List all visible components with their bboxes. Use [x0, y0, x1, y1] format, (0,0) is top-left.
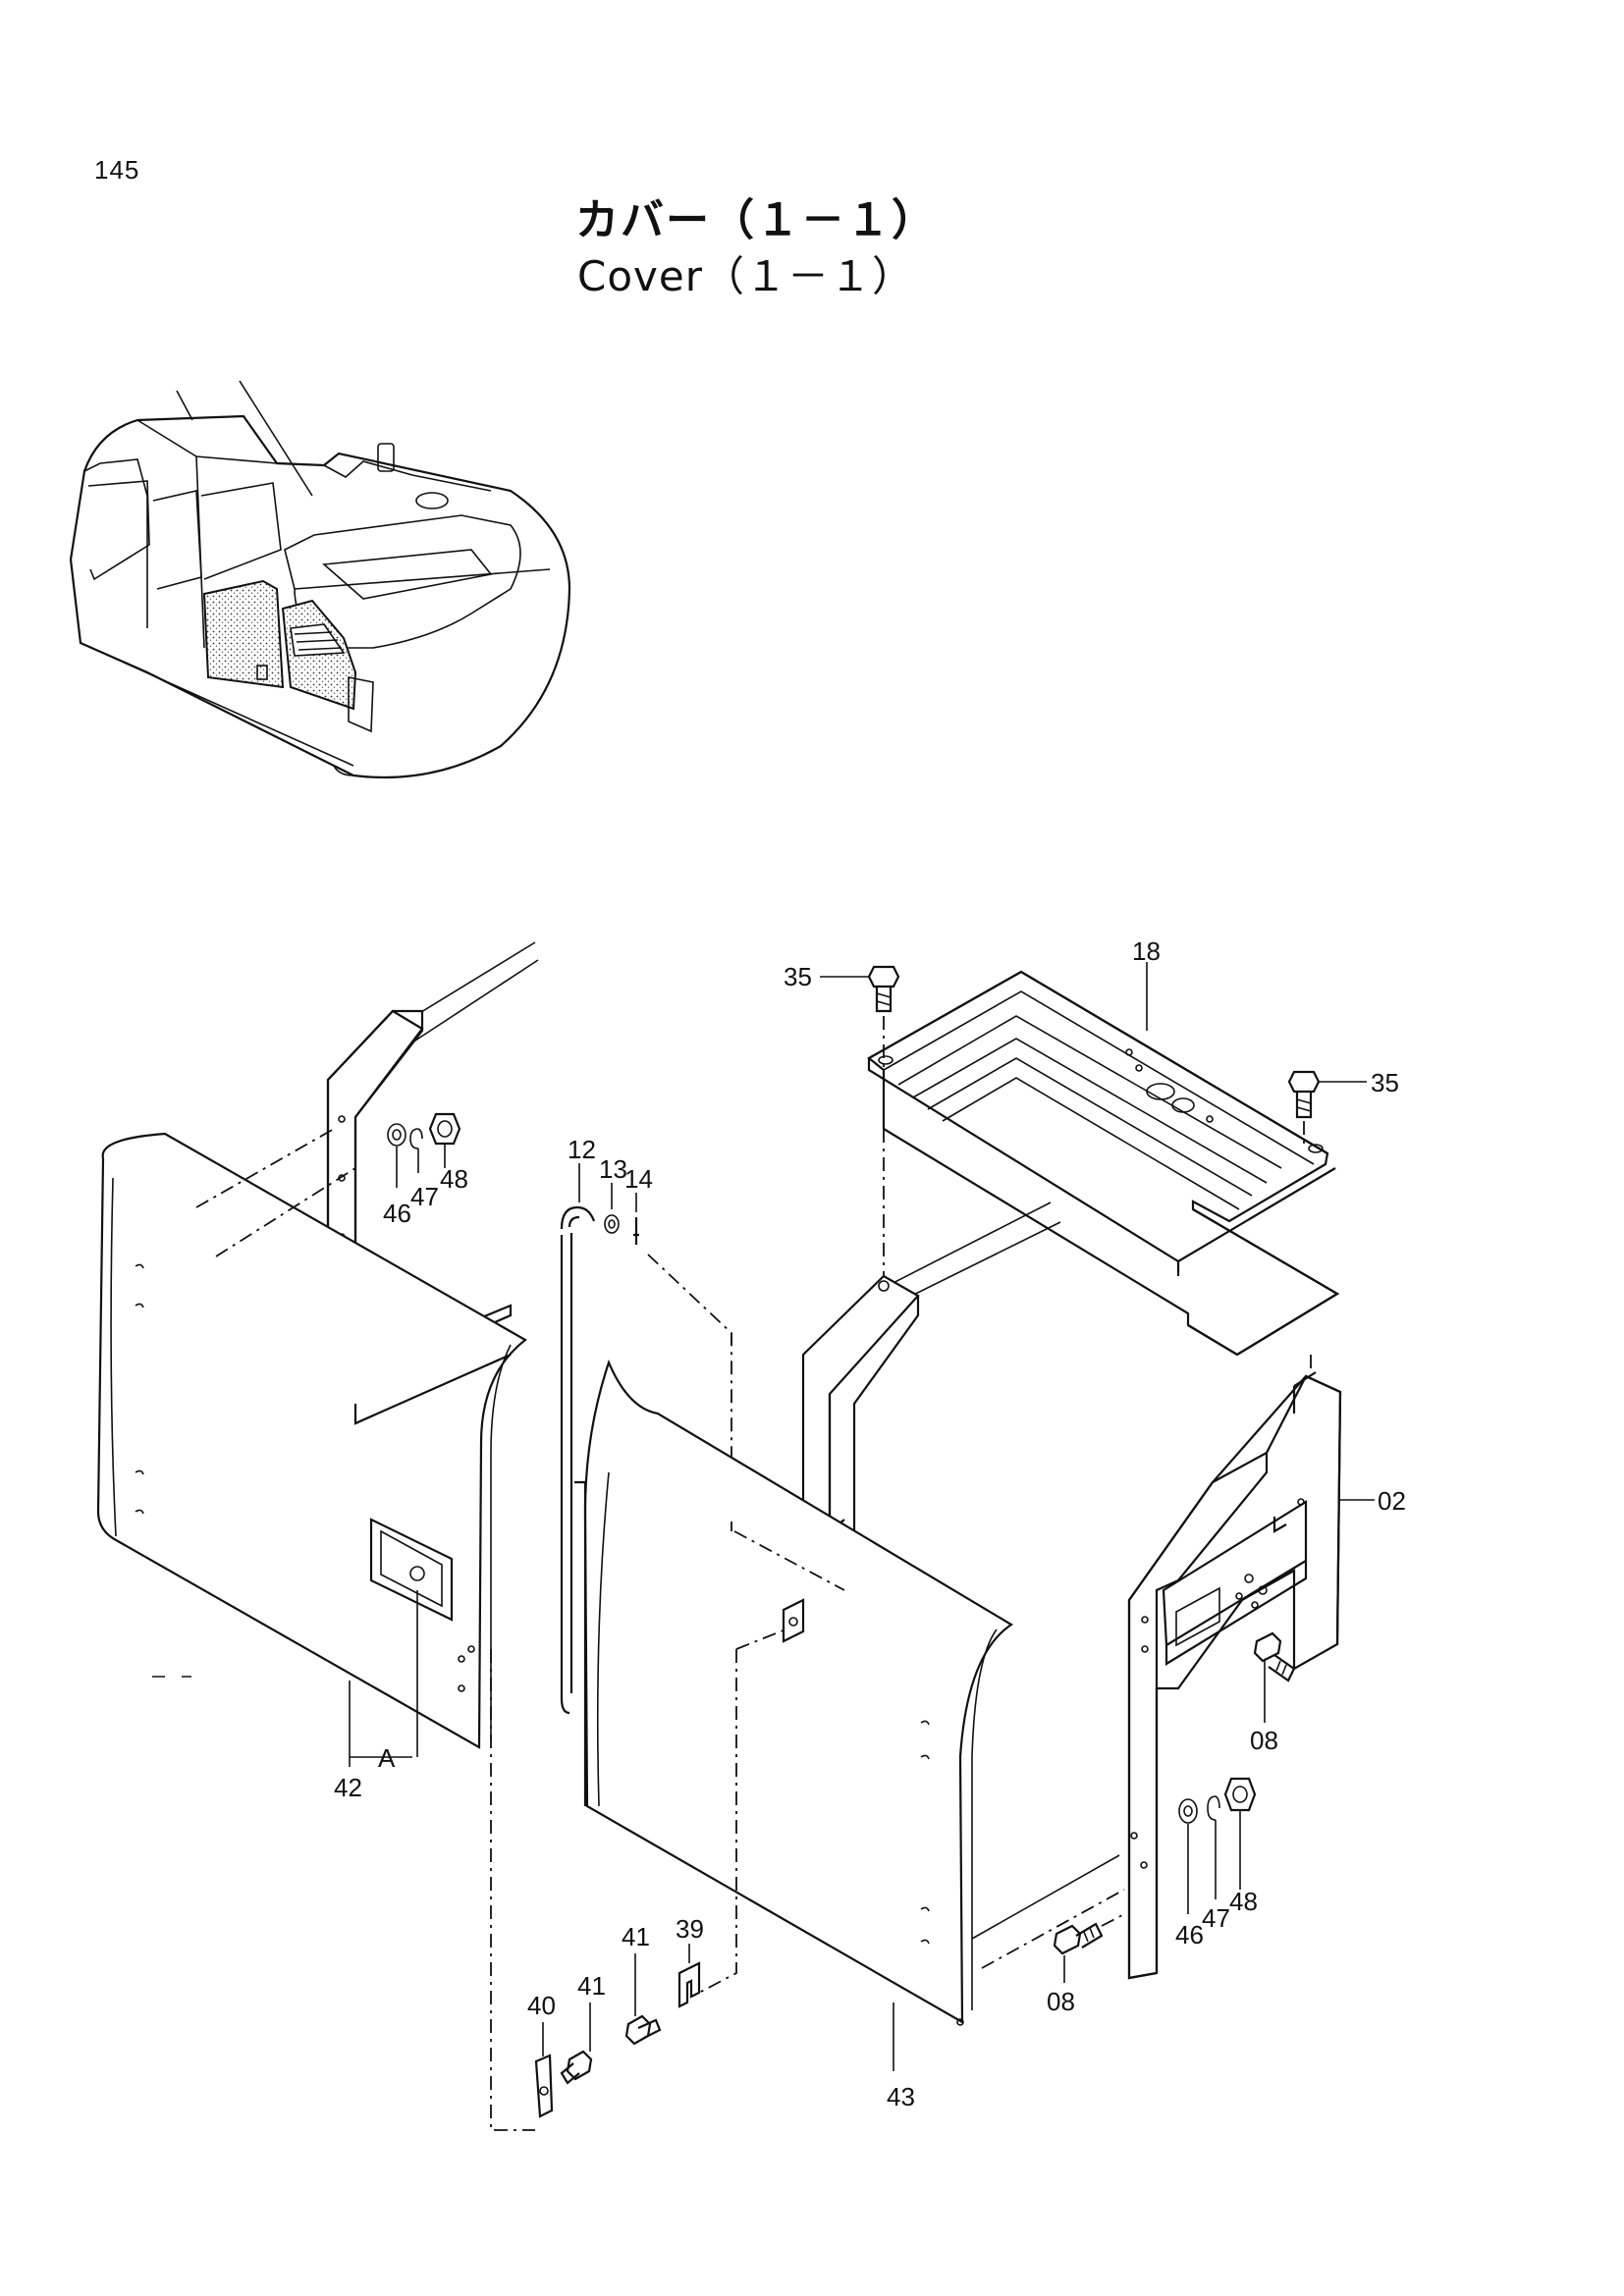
part-43-right-side-door: [574, 1201, 1125, 2071]
callout-18: 18: [1132, 936, 1161, 966]
callout-14: 14: [624, 1164, 653, 1194]
hardware-12-13-14: [560, 1163, 732, 1715]
highlighted-side-door-left: [202, 579, 285, 689]
hardware-39-40-41: [490, 1629, 786, 2131]
part-18-top-louver-cover: [867, 962, 1340, 1357]
bolt-35-left: [820, 965, 900, 1070]
callout-08-lower: 08: [1047, 1987, 1075, 2016]
callout-39: 39: [676, 1914, 704, 1944]
callout-13: 13: [599, 1154, 627, 1184]
callout-35-left: 35: [784, 962, 812, 991]
hardware-46-47-48-lower: [1178, 1777, 1257, 1914]
callout-40: 40: [527, 1991, 556, 2020]
page-title-english: Cover（１－１）: [577, 252, 914, 300]
callout-A: A: [378, 1743, 396, 1773]
callout-48-lower: 48: [1229, 1887, 1258, 1916]
part-02-right-frame-bracket: [1127, 1371, 1375, 1980]
bolt-08-lower: [1053, 1913, 1125, 1983]
callout-12: 12: [568, 1135, 596, 1164]
callout-42: 42: [334, 1773, 362, 1802]
callout-47-upper: 47: [410, 1182, 439, 1211]
callout-08-upper: 08: [1250, 1726, 1278, 1755]
part-42-left-side-door: [96, 941, 539, 1767]
callout-41-left: 41: [577, 1971, 606, 2001]
callout-46-lower: 46: [1175, 1920, 1204, 1949]
page-number: 145: [94, 155, 140, 185]
excavator-location-inset: [69, 380, 571, 779]
bolt-08-upper: [1253, 1631, 1296, 1723]
callout-47-lower: 47: [1202, 1903, 1230, 1933]
callout-35-right: 35: [1371, 1068, 1399, 1097]
page-title-japanese: カバー（１－１）: [575, 195, 937, 245]
hardware-46-47-48-upper: [195, 1112, 461, 1257]
callout-43: 43: [887, 2082, 915, 2111]
callout-41-right: 41: [622, 1922, 650, 1951]
callout-02: 02: [1378, 1486, 1406, 1516]
callout-46-upper: 46: [383, 1199, 411, 1228]
callout-48-upper: 48: [440, 1164, 468, 1194]
bolt-35-right: [1287, 1070, 1367, 1144]
